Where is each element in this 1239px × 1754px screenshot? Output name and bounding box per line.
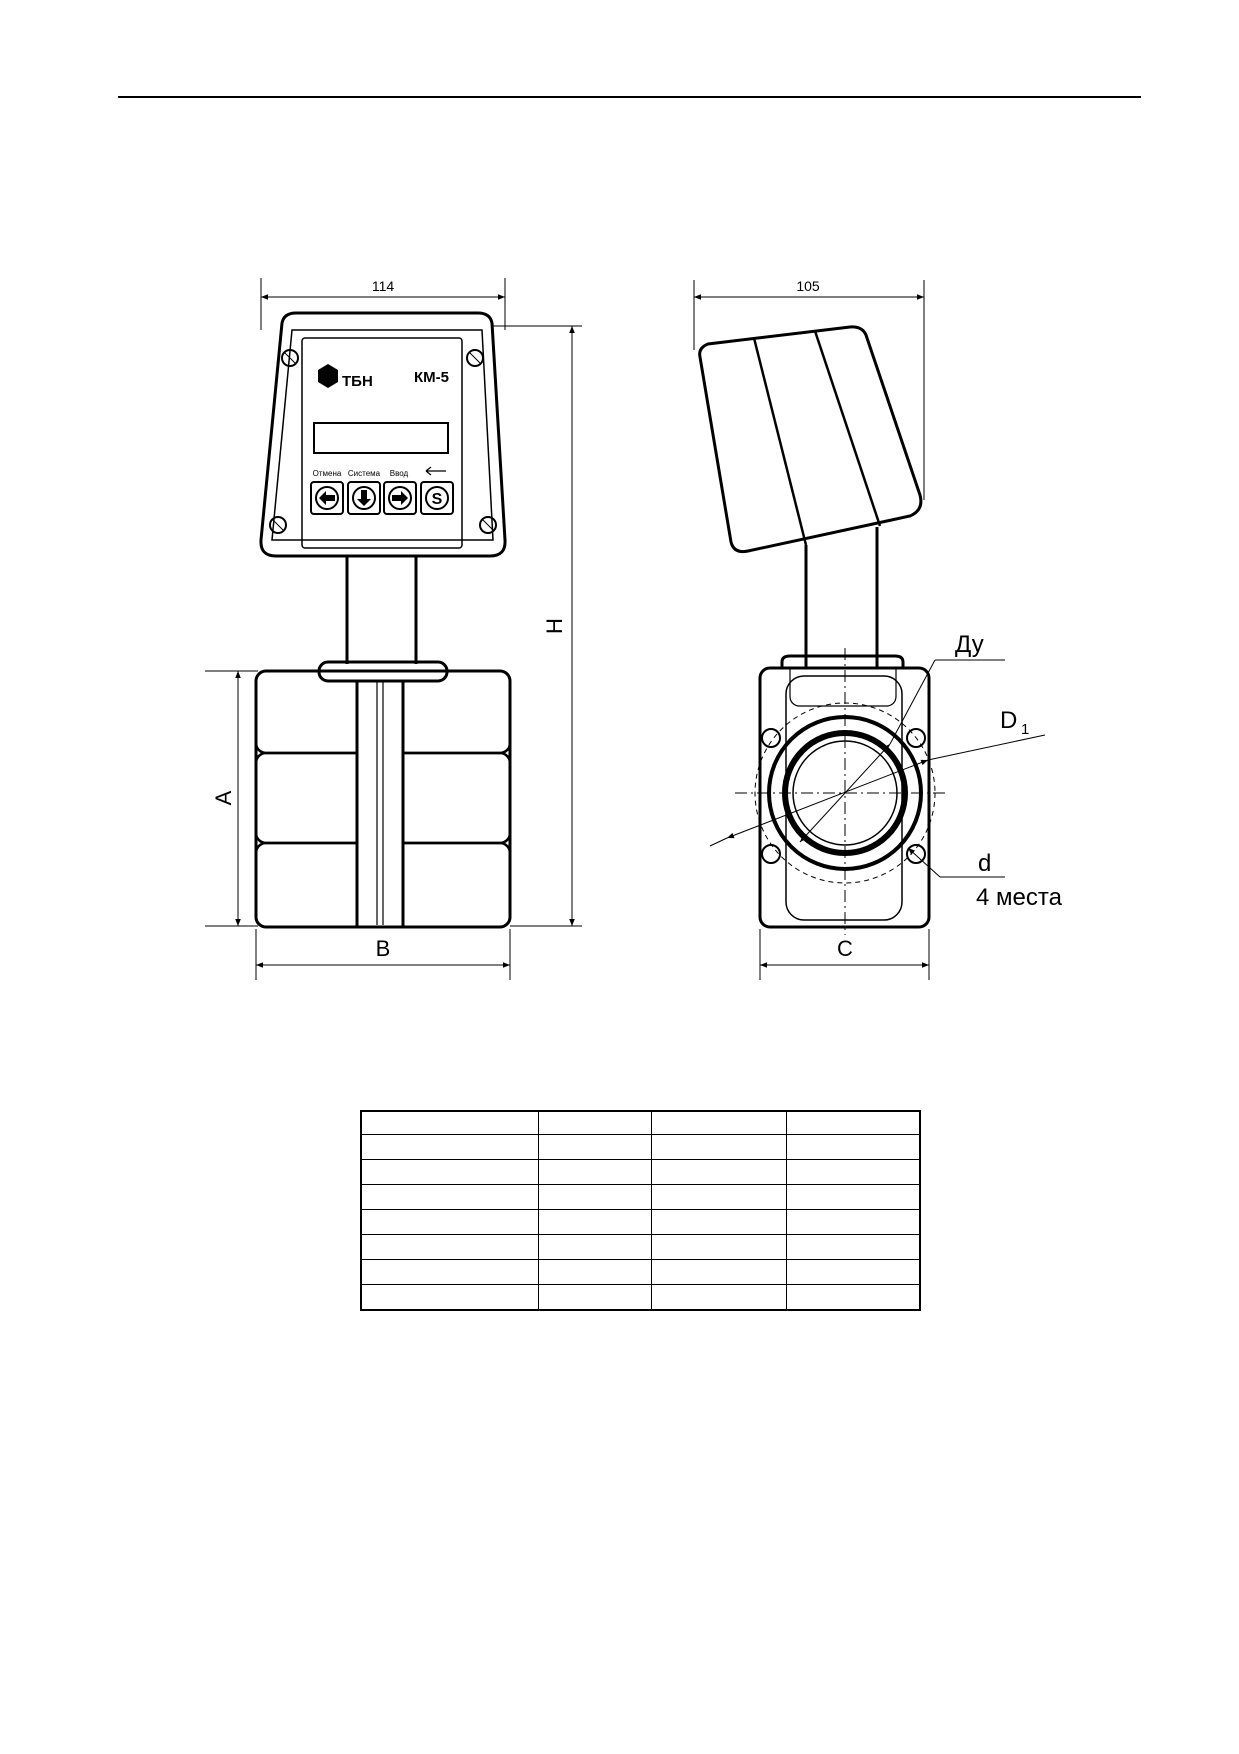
button-label-system: Система: [348, 469, 381, 478]
table-cell: [538, 1284, 652, 1311]
label-4-places: 4 места: [976, 884, 1063, 911]
button-label-enter: Ввод: [390, 469, 409, 478]
dimensions-table: [360, 1110, 921, 1311]
table-cell: [360, 1209, 539, 1235]
table-cell: [538, 1209, 652, 1235]
table-cell: [786, 1134, 921, 1160]
table-cell: [538, 1110, 652, 1135]
table-cell: [360, 1284, 539, 1311]
label-d1-subscript: 1: [1021, 721, 1029, 738]
table-cell: [651, 1134, 787, 1160]
arrow-right-icon: [392, 491, 408, 505]
bolt-hole: [906, 728, 926, 748]
table-cell: [651, 1184, 787, 1210]
table-cell: [538, 1234, 652, 1260]
label-d: d: [978, 850, 991, 877]
button-enter: [383, 481, 417, 515]
table-cell: [651, 1284, 787, 1311]
bolt-hole: [906, 844, 926, 864]
table-cell: [360, 1184, 539, 1210]
table-cell: [786, 1110, 921, 1135]
dim-h-label: H: [542, 618, 567, 634]
bolt-hole: [761, 844, 781, 864]
table-row: [360, 1209, 921, 1235]
table-cell: [786, 1259, 921, 1285]
table-cell: [360, 1110, 539, 1135]
table-cell: [360, 1234, 539, 1260]
table-cell: [538, 1184, 652, 1210]
table-cell: [360, 1134, 539, 1160]
technical-drawing: 114 ТБН КМ-5 Отмена Система Ввод: [205, 278, 1063, 980]
table-cell: [786, 1184, 921, 1210]
dim-c-label: C: [837, 936, 853, 961]
table-row: [360, 1234, 921, 1260]
header-rule: [118, 96, 1141, 98]
button-cancel: [310, 481, 344, 515]
bolt-hole: [761, 728, 781, 748]
table-cell: [651, 1209, 787, 1235]
button-label-cancel: Отмена: [313, 469, 342, 478]
table-cell: [360, 1159, 539, 1185]
dim-a-label: A: [211, 790, 236, 805]
tbn-logo-icon: [318, 364, 338, 388]
table-cell: [651, 1110, 787, 1135]
label-d1: D: [1000, 707, 1017, 734]
table-cell: [538, 1134, 652, 1160]
table-cell: [651, 1234, 787, 1260]
button-system: [347, 481, 381, 515]
s-icon: S: [432, 491, 443, 508]
table-cell: [786, 1234, 921, 1260]
table-row: [360, 1159, 921, 1185]
lcd-display: [313, 422, 449, 454]
table-row: [360, 1110, 921, 1135]
table-row: [360, 1259, 921, 1285]
model-label: КМ-5: [414, 369, 449, 386]
table-cell: [360, 1259, 539, 1285]
side-head: [698, 325, 923, 554]
dim-105-label: 105: [796, 278, 820, 294]
table-cell: [538, 1259, 652, 1285]
table-row: [360, 1184, 921, 1210]
table-cell: [786, 1209, 921, 1235]
table-row: [360, 1284, 921, 1311]
front-housing: [259, 311, 507, 558]
button-s: S: [420, 481, 454, 515]
table-cell: [651, 1259, 787, 1285]
front-view: 114 ТБН КМ-5 Отмена Система Ввод: [205, 278, 582, 980]
table-cell: [651, 1159, 787, 1185]
dim-b-label: B: [376, 936, 391, 961]
arrow-left-icon: [319, 491, 335, 505]
table-cell: [786, 1284, 921, 1311]
table-row: [360, 1134, 921, 1160]
brand-label: ТБН: [342, 373, 373, 390]
table-cell: [538, 1159, 652, 1185]
table-cell: [786, 1159, 921, 1185]
arrow-down-icon: [357, 490, 371, 506]
label-du: Ду: [955, 631, 984, 658]
dim-114-label: 114: [372, 278, 395, 294]
side-view: 105 Ду D: [693, 278, 1063, 980]
